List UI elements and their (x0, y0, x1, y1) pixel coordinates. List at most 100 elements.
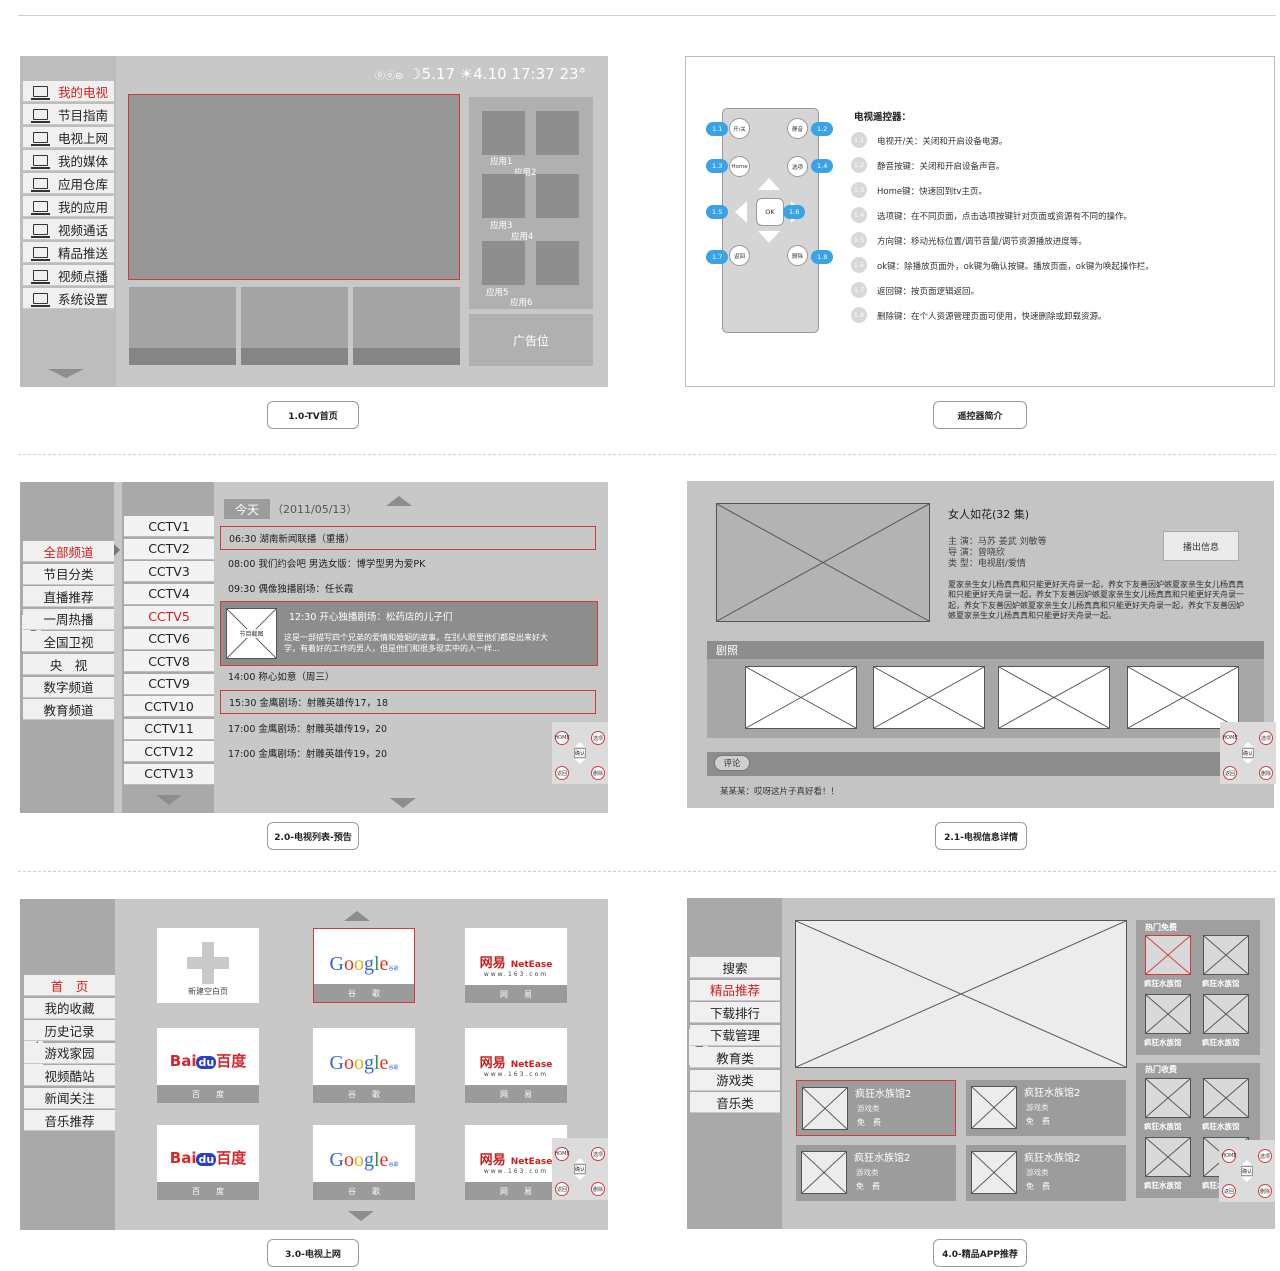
scroll-up-icon[interactable] (344, 911, 370, 921)
category-item-1[interactable]: 节目分类 (23, 563, 114, 585)
app-tile-4[interactable] (536, 174, 579, 218)
scroll-down-arrow-icon[interactable] (48, 369, 84, 378)
program-scroll-down-icon[interactable] (390, 798, 416, 808)
browser-menu-item-6[interactable]: 音乐推荐 (24, 1110, 115, 1131)
broadcast-info-button[interactable]: 播出信息 (1163, 531, 1239, 561)
app-menu-item-0[interactable]: 搜索 (690, 957, 780, 978)
app-card-2[interactable]: 疯狂水族馆2 游戏类 免 费 (796, 1145, 956, 1201)
browser-tile-7[interactable]: Google谷歌谷 歌 (313, 1125, 415, 1200)
channel-item-5[interactable]: CCTV6 (124, 628, 214, 650)
mini-delete-button[interactable]: 删除 (1258, 1184, 1272, 1198)
browser-tile-1[interactable]: Google谷歌谷 歌 (313, 928, 415, 1003)
channel-scroll-down-icon[interactable] (156, 795, 182, 805)
remote-home-button[interactable]: Home (729, 156, 750, 177)
featured-program[interactable]: 节目截图 12:30 开心独播剧场：松药店的儿子们 这是一部描写四个兄弟的爱情和… (220, 601, 598, 666)
mini-back-button[interactable]: 返回 (1222, 1184, 1236, 1198)
channel-item-0[interactable]: CCTV1 (124, 516, 214, 537)
app-card-3[interactable]: 疯狂水族馆2 游戏类 免 费 (966, 1145, 1126, 1201)
still-image-1[interactable] (745, 666, 857, 729)
mini-home-button[interactable]: HOME (1222, 731, 1238, 745)
remote-mute-button[interactable]: 静音 (787, 118, 808, 139)
sidebar-item-0[interactable]: 我的电视 (23, 81, 114, 102)
browser-tile-0[interactable]: 新建空白页 (157, 928, 259, 1003)
still-image-4[interactable] (1127, 666, 1239, 729)
program-row-5[interactable]: 15:30 金鹰剧场：射雕英雄传17，18 (220, 690, 596, 714)
app-card-1[interactable]: 疯狂水族馆2 游戏类 免 费 (966, 1080, 1126, 1136)
program-row-0[interactable]: 06:30 湖南新闻联播（重播） (220, 526, 596, 550)
hot-app-icon-1[interactable] (1203, 935, 1249, 975)
mini-back-button[interactable]: 返回 (1223, 766, 1237, 780)
mini-option-button[interactable]: 选项 (591, 1147, 605, 1161)
sidebar-item-7[interactable]: 精品推送 (23, 242, 114, 263)
mini-home-button[interactable]: HOME (1221, 1149, 1237, 1163)
mini-home-button[interactable]: HOME (554, 731, 570, 745)
mini-back-button[interactable]: 返回 (555, 1182, 569, 1196)
mini-back-button[interactable]: 返回 (555, 766, 569, 780)
channel-item-4[interactable]: CCTV5 (124, 606, 214, 627)
hot-app-icon-5[interactable] (1203, 1078, 1249, 1118)
remote-ok-button[interactable]: OK (756, 198, 784, 226)
channel-item-2[interactable]: CCTV3 (124, 561, 214, 582)
sidebar-item-9[interactable]: 系统设置 (23, 288, 114, 309)
mini-option-button[interactable]: 选项 (1259, 731, 1273, 745)
program-row-6[interactable]: 17:00 金鹰剧场：射雕英雄传19，20 (228, 724, 388, 735)
category-item-6[interactable]: 数字频道 (23, 676, 114, 698)
sidebar-item-3[interactable]: 我的媒体 (23, 150, 114, 171)
browser-menu-item-4[interactable]: 视频酷站 (24, 1065, 115, 1086)
category-item-3[interactable]: 一周热播 (23, 608, 114, 630)
remote-up-arrow-icon[interactable] (758, 178, 780, 190)
browser-menu-item-0[interactable]: 首 页 (24, 975, 115, 996)
hot-app-icon-2[interactable] (1145, 994, 1191, 1034)
hot-app-icon-6[interactable] (1145, 1137, 1191, 1177)
comment-tab[interactable]: 评论 (714, 755, 750, 771)
channel-item-1[interactable]: CCTV2 (124, 538, 214, 560)
remote-power-button[interactable]: 开/关 (729, 118, 750, 139)
app-tile-3[interactable] (482, 174, 525, 218)
scroll-down-icon[interactable] (348, 1211, 374, 1221)
app-tile-2[interactable] (536, 111, 579, 155)
today-tab[interactable]: 今天 (224, 499, 270, 519)
recommend-card-3[interactable] (353, 287, 460, 365)
channel-item-3[interactable]: CCTV4 (124, 583, 214, 605)
program-scroll-up-icon[interactable] (386, 496, 412, 506)
browser-menu-item-1[interactable]: 我的收藏 (24, 997, 115, 1019)
mini-option-button[interactable]: 选项 (591, 731, 605, 745)
app-menu-item-6[interactable]: 音乐类 (690, 1092, 780, 1113)
app-tile-6[interactable] (536, 241, 579, 285)
mini-dpad-icon[interactable]: 确认 (1239, 1160, 1255, 1182)
channel-item-6[interactable]: CCTV8 (124, 651, 214, 672)
channel-item-7[interactable]: CCTV9 (124, 673, 214, 695)
browser-menu-item-5[interactable]: 新闻关注 (24, 1087, 115, 1109)
remote-down-arrow-icon[interactable] (758, 231, 780, 243)
recommend-card-2[interactable] (241, 287, 348, 365)
browser-menu-item-3[interactable]: 游戏家园 (24, 1042, 115, 1064)
main-video-area[interactable] (128, 94, 460, 280)
app-menu-item-4[interactable]: 教育类 (690, 1047, 780, 1068)
mini-delete-button[interactable]: 删除 (591, 1182, 605, 1196)
mini-dpad-icon[interactable]: 确认 (572, 742, 588, 764)
browser-menu-item-2[interactable]: 历史记录 (24, 1020, 115, 1041)
category-item-7[interactable]: 教育频道 (23, 699, 114, 721)
app-tile-1[interactable] (482, 111, 525, 155)
recommend-card-1[interactable] (129, 287, 236, 365)
browser-tile-4[interactable]: Google谷歌谷 歌 (313, 1028, 415, 1103)
hot-app-icon-4[interactable] (1145, 1078, 1191, 1118)
channel-item-10[interactable]: CCTV12 (124, 741, 214, 762)
channel-item-9[interactable]: CCTV11 (124, 718, 214, 740)
app-menu-item-5[interactable]: 游戏类 (690, 1069, 780, 1091)
remote-back-button[interactable]: 返回 (729, 245, 750, 266)
still-image-2[interactable] (873, 666, 985, 729)
mini-dpad-icon[interactable]: 确认 (572, 1158, 588, 1180)
channel-item-11[interactable]: CCTV13 (124, 763, 214, 785)
sidebar-item-1[interactable]: 节目指南 (23, 104, 114, 125)
mini-dpad-icon[interactable]: 确认 (1240, 742, 1256, 764)
ad-slot[interactable]: 广告位 (469, 314, 593, 366)
remote-left-arrow-icon[interactable] (735, 201, 747, 223)
channel-item-8[interactable]: CCTV10 (124, 696, 214, 717)
sidebar-item-6[interactable]: 视频通话 (23, 219, 114, 240)
app-card-0[interactable]: 疯狂水族馆2 游戏类 免 费 (796, 1080, 956, 1136)
mini-delete-button[interactable]: 删除 (1259, 766, 1273, 780)
